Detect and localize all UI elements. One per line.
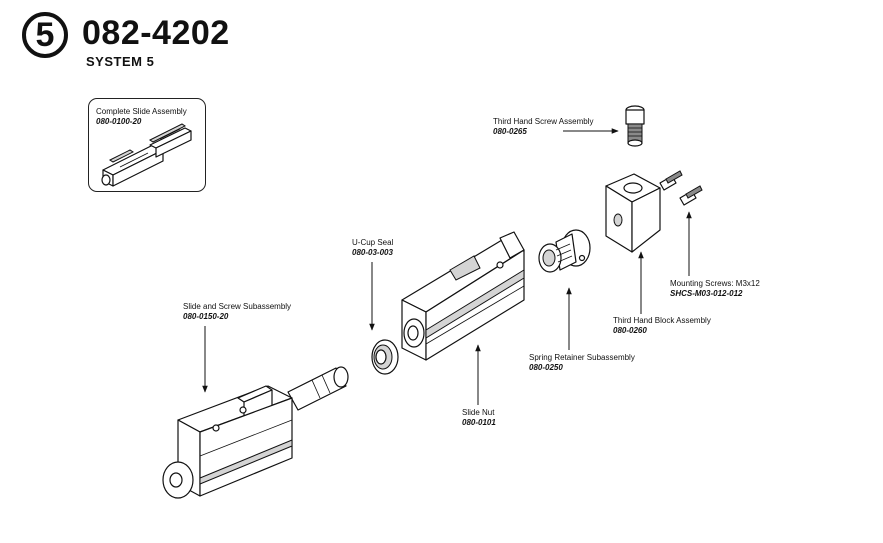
callout-name: Mounting Screws: M3x12 (670, 279, 760, 288)
callout-spring-retainer-subassembly: Spring Retainer Subassembly 080-0250 (529, 353, 635, 373)
u-cup-seal-drawing (371, 339, 399, 375)
callout-part-number: 080-0250 (529, 363, 563, 372)
system-name: SYSTEM 5 (86, 54, 155, 69)
callout-complete-slide-assembly: Complete Slide Assembly 080-0100-20 (96, 107, 187, 127)
callout-part-number: 080-03-003 (352, 248, 393, 257)
callout-mounting-screws: Mounting Screws: M3x12 SHCS-M03-012-012 (670, 279, 760, 299)
callout-name: Spring Retainer Subassembly (529, 353, 635, 362)
callout-u-cup-seal: U-Cup Seal 080-03-003 (352, 238, 393, 258)
callout-part-number: 080-0265 (493, 127, 527, 136)
mounting-screws-drawing (659, 170, 703, 206)
callout-name: Third Hand Screw Assembly (493, 117, 594, 126)
callout-third-hand-block-assembly: Third Hand Block Assembly 080-0260 (613, 316, 711, 336)
slide-nut-drawing (401, 231, 525, 361)
callout-name: Third Hand Block Assembly (613, 316, 711, 325)
callout-name: Slide Nut (462, 408, 495, 417)
callout-slide-and-screw-subassembly: Slide and Screw Subassembly 080-0150-20 (183, 302, 291, 322)
spring-retainer-subassembly-drawing (538, 229, 591, 273)
third-hand-block-assembly-drawing (605, 173, 661, 253)
third-hand-screw-assembly-drawing (625, 105, 645, 147)
slide-and-screw-subassembly-drawing (162, 366, 349, 499)
callout-part-number: 080-0101 (462, 418, 496, 427)
callout-part-number: 080-0260 (613, 326, 647, 335)
kit-part-number: 082-4202 (82, 14, 230, 52)
callout-part-number: 080-0150-20 (183, 312, 229, 321)
callout-part-number: SHCS-M03-012-012 (670, 289, 743, 298)
callout-name: Complete Slide Assembly (96, 107, 187, 116)
complete-slide-assembly-drawing (101, 123, 192, 187)
callout-name: U-Cup Seal (352, 238, 394, 247)
callout-part-number: 080-0100-20 (96, 117, 142, 126)
callout-third-hand-screw-assembly: Third Hand Screw Assembly 080-0265 (493, 117, 593, 137)
page-header: 5 082-4202 SYSTEM 5 (22, 12, 342, 74)
complete-assembly-inset (88, 98, 206, 192)
step-number-badge: 5 (22, 12, 68, 58)
callout-name: Slide and Screw Subassembly (183, 302, 292, 311)
callout-slide-nut: Slide Nut 080-0101 (462, 408, 496, 428)
